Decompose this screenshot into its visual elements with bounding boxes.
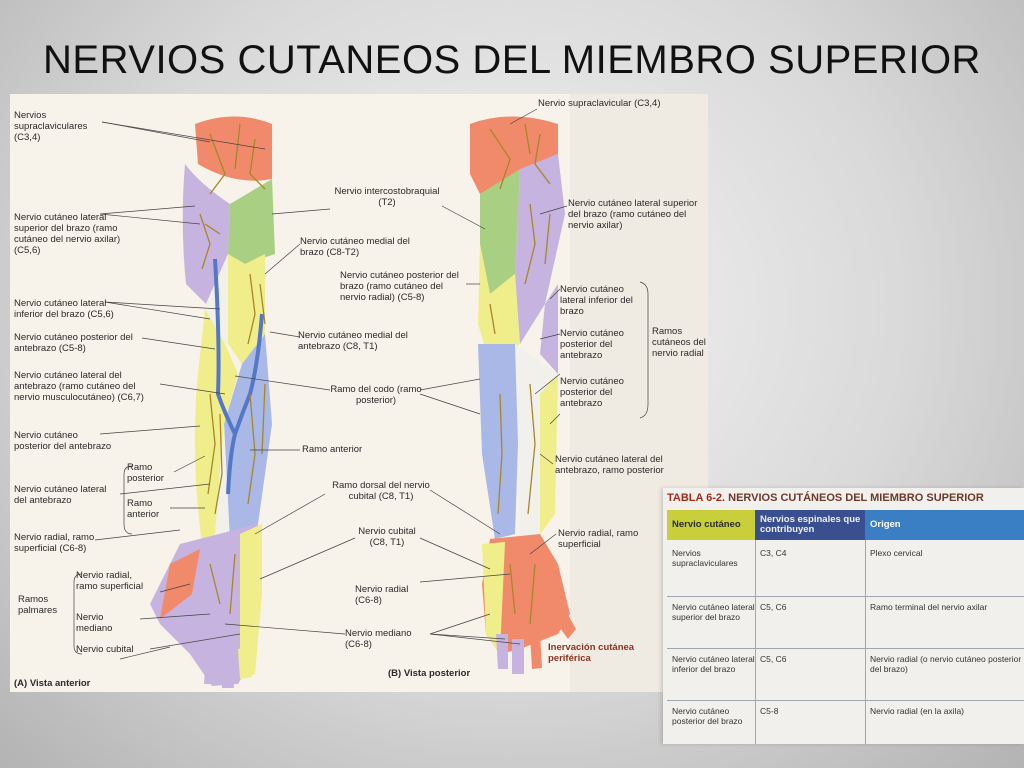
anterior-musculocutaneous-region <box>194 309 238 544</box>
caption-vista-anterior: (A) Vista anterior <box>14 678 91 689</box>
label-mediano-palmar: Nervio mediano <box>76 612 113 634</box>
header-origen: Origen <box>865 510 1024 540</box>
table-row: Nervios supraclaviculares C3, C4 Plexo c… <box>667 544 1024 597</box>
label-cutaneo-lateral-antebrazo-musculocutaneo: Nervio cutáneo lateral del antebrazo (ra… <box>14 370 144 403</box>
anterior-supraclavicular-region <box>195 116 272 181</box>
header-nervio: Nervio cutáneo <box>667 510 755 540</box>
label-nervio-cubital: Nervio cubital (C8, T1) <box>358 526 416 548</box>
cell-nervio: Nervios supraclaviculares <box>672 548 738 568</box>
label-cutaneo-posterior-antebrazo-posterior-2: Nervio cutáneo posterior del antebrazo <box>560 376 624 409</box>
cell-espinales: C5-8 <box>760 706 779 716</box>
posterior-arm <box>470 116 576 674</box>
anterior-arm <box>150 116 275 688</box>
label-cutaneo-lateral-antebrazo-posterior: Nervio cutáneo lateral del antebrazo, ra… <box>555 454 664 476</box>
table-caption-prefix: TABLA 6-2. <box>667 492 726 504</box>
posterior-medial-forearm-region <box>478 344 518 539</box>
cell-espinales: C5, C6 <box>760 654 787 664</box>
table-row: Nervio cutáneo lateral superior del braz… <box>667 598 1024 649</box>
label-cutaneo-lateral-superior-posterior: Nervio cutáneo lateral superior del braz… <box>568 198 698 231</box>
cell-origen: Plexo cervical <box>870 548 923 558</box>
label-supraclaviculares: Nervios supraclaviculares (C3,4) <box>14 110 88 143</box>
label-cutaneo-posterior-antebrazo: Nervio cutáneo posterior del antebrazo (… <box>14 332 133 354</box>
table-row: Nervio cutáneo lateral inferior del braz… <box>667 650 1024 701</box>
label-cutaneo-lateral-inferior: Nervio cutáneo lateral inferior del braz… <box>14 298 114 320</box>
table-header: Nervio cutáneo Nervios espinales que con… <box>667 510 1024 540</box>
label-dorsal-cubital: Ramo dorsal del nervio cubital (C8, T1) <box>332 480 430 502</box>
cell-origen: Nervio radial (o nervio cutáneo posterio… <box>870 654 1022 674</box>
label-ramo-anterior: Ramo anterior <box>127 498 160 520</box>
nerves-table: TABLA 6-2. NERVIOS CUTÁNEOS DEL MIEMBRO … <box>663 488 1024 744</box>
label-ramo-anterior-center: Ramo anterior <box>302 444 363 455</box>
arm-diagram-svg <box>10 94 708 692</box>
label-intercostobraquial: Nervio intercostobraquial (T2) <box>334 186 440 208</box>
label-ramos-cutaneos-radial: Ramos cutáneos del nervio radial <box>652 326 706 359</box>
cell-nervio: Nervio cutáneo posterior del brazo <box>672 706 743 726</box>
table-caption-text: NERVIOS CUTÁNEOS DEL MIEMBRO SUPERIOR <box>728 492 984 504</box>
label-cutaneo-posterior-antebrazo-2: Nervio cutáneo posterior del antebrazo <box>14 430 112 452</box>
label-cutaneo-lateral-superior: Nervio cutáneo lateral superior del braz… <box>14 212 121 256</box>
label-radial-superficial-posterior: Nervio radial, ramo superficial <box>558 528 639 550</box>
cell-espinales: C5, C6 <box>760 602 787 612</box>
label-ramos-palmares: Ramos palmares <box>18 594 58 616</box>
anterior-intercostobrachial-region <box>228 179 275 264</box>
label-cutaneo-lateral-antebrazo: Nervio cutáneo lateral del antebrazo <box>14 484 107 506</box>
cell-origen: Nervio radial (en la axila) <box>870 706 965 716</box>
label-cutaneo-posterior-antebrazo-posterior: Nervio cutáneo posterior del antebrazo <box>560 328 624 361</box>
label-ramo-posterior: Ramo posterior <box>127 462 164 484</box>
caption-vista-posterior: (B) Vista posterior <box>388 668 471 679</box>
label-cutaneo-medial-brazo: Nervio cutáneo medial del brazo (C8-T2) <box>300 236 410 258</box>
anterior-medial-forearm-region <box>224 334 272 542</box>
label-nervio-mediano: Nervio mediano (C6-8) <box>345 628 412 650</box>
header-espinales: Nervios espinales que contribuyen <box>755 510 865 540</box>
table-caption: TABLA 6-2. NERVIOS CUTÁNEOS DEL MIEMBRO … <box>667 492 984 504</box>
label-inervacion-cutanea: Inervación cutánea periférica <box>548 642 635 664</box>
anatomy-figure: Nervios supraclaviculares (C3,4) Nervio … <box>10 94 708 692</box>
posterior-supraclavicular-region <box>470 116 558 194</box>
label-radial-superficial: Nervio radial, ramo superficial (C6-8) <box>14 532 95 554</box>
label-cubital-palmar: Nervio cubital <box>76 644 134 655</box>
cell-nervio: Nervio cutáneo lateral inferior del braz… <box>672 654 755 674</box>
posterior-intercostobrachial-region <box>480 169 520 294</box>
cell-nervio: Nervio cutáneo lateral superior del braz… <box>672 602 755 622</box>
label-radial-superficial-palmar: Nervio radial, ramo superficial <box>76 570 144 592</box>
posterior-axillary-region <box>515 154 565 344</box>
cell-origen: Ramo terminal del nervio axilar <box>870 602 988 612</box>
table-row: Nervio cutáneo posterior del brazo C5-8 … <box>667 702 1024 744</box>
label-supraclavicular-posterior: Nervio supraclavicular (C3,4) <box>538 98 661 109</box>
leader-lines <box>73 108 649 660</box>
label-cutaneo-medial-antebrazo: Nervio cutáneo medial del antebrazo (C8,… <box>298 330 408 352</box>
cell-espinales: C3, C4 <box>760 548 787 558</box>
slide-title: NERVIOS CUTANEOS DEL MIEMBRO SUPERIOR <box>43 38 981 82</box>
label-nervio-radial: Nervio radial (C6-8) <box>355 584 409 606</box>
label-ramo-codo: Ramo del codo (ramo posterior) <box>330 384 422 406</box>
label-cutaneo-lateral-inferior-posterior: Nervio cutáneo lateral inferior del braz… <box>560 284 633 317</box>
label-cutaneo-posterior-brazo: Nervio cutáneo posterior del brazo (ramo… <box>340 270 459 303</box>
